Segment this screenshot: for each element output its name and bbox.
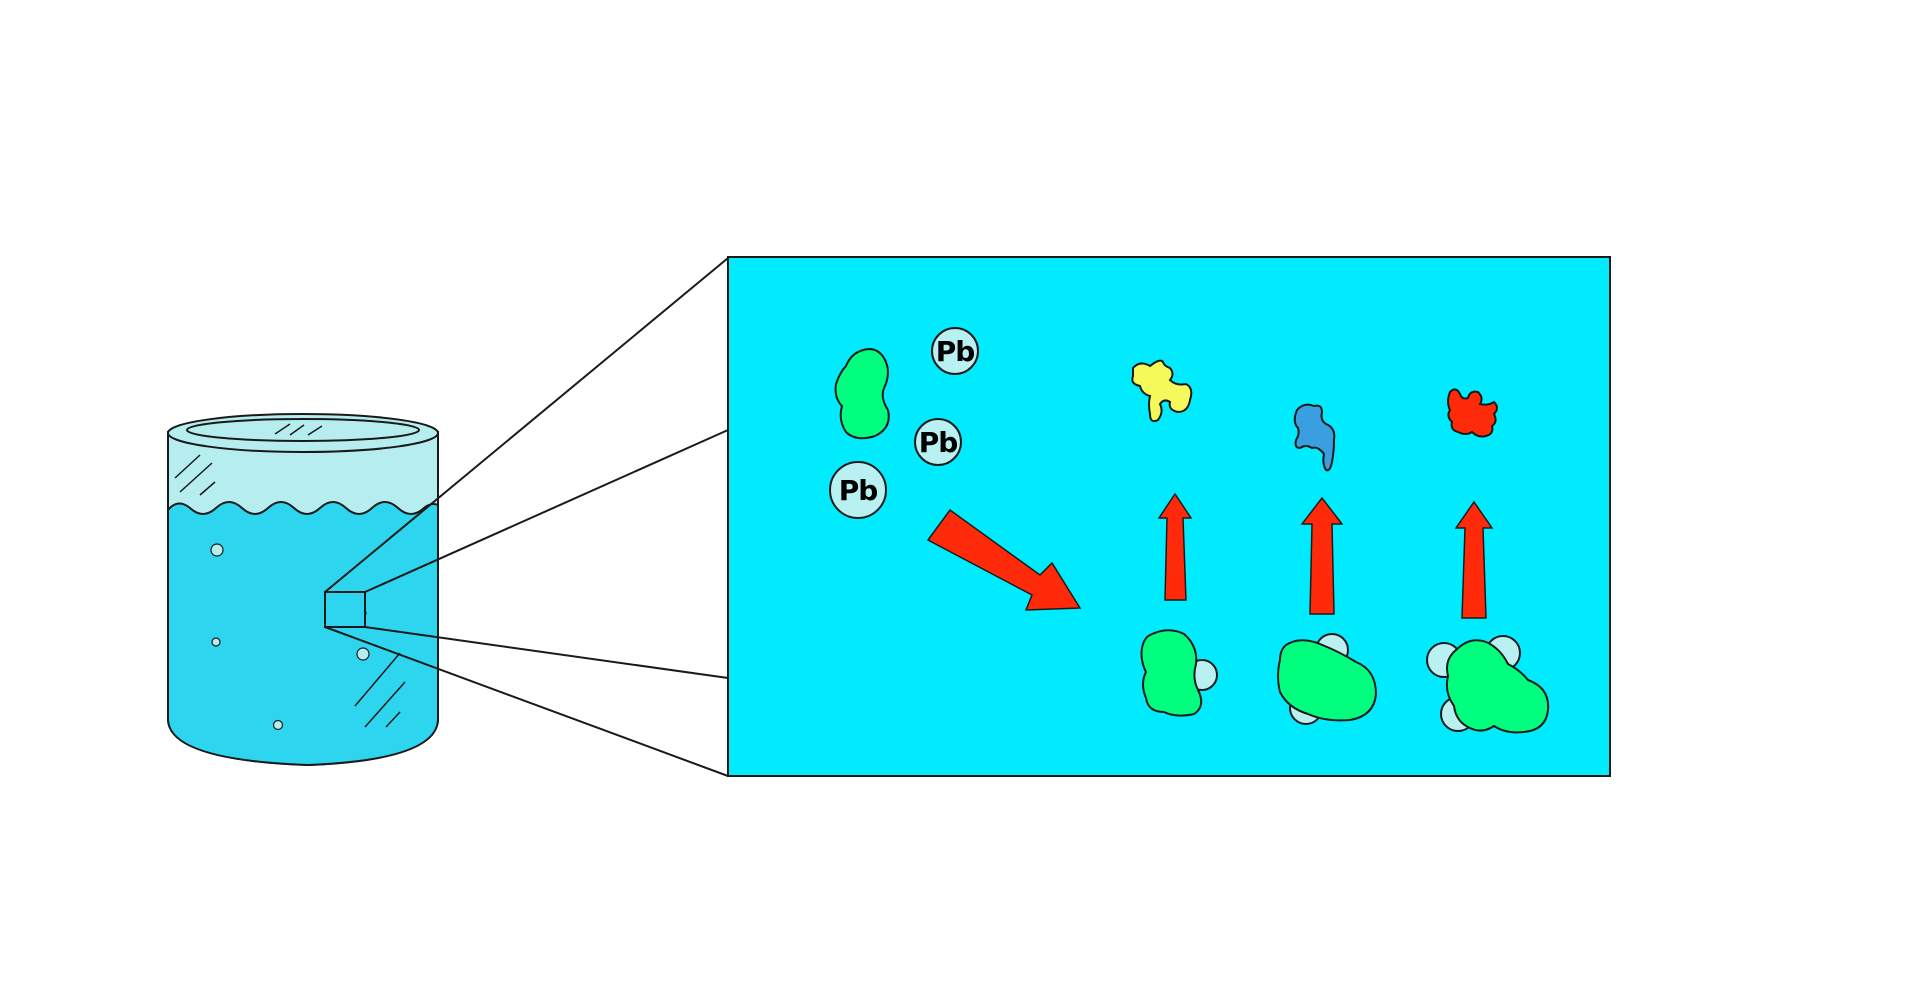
up-arrow <box>1157 492 1193 601</box>
pb-ion: Pb <box>931 327 979 375</box>
up-arrow <box>1454 500 1494 619</box>
green-particle <box>1277 639 1378 722</box>
green-particle <box>834 348 890 440</box>
pb-ion-label: Pb <box>919 426 958 459</box>
zoom-lines <box>324 257 729 777</box>
adsorption-arrow <box>926 508 1082 611</box>
pb-ion-label: Pb <box>936 335 975 368</box>
beaker-water <box>167 501 439 767</box>
pb-ion-label: Pb <box>839 474 878 507</box>
stage-3 <box>1426 388 1550 734</box>
zoom-cube <box>324 591 366 628</box>
blue-fragment <box>1293 403 1336 472</box>
beaker-icon <box>167 413 439 767</box>
green-particle <box>1140 629 1203 717</box>
yellow-fragment <box>1131 359 1193 423</box>
rim-glint <box>274 423 323 436</box>
red-fragment <box>1447 388 1498 438</box>
stage-2 <box>1277 403 1378 725</box>
stage-1 <box>1131 359 1218 717</box>
pb-ion: Pb <box>914 418 962 466</box>
up-arrow <box>1300 496 1344 615</box>
green-particle <box>1445 639 1550 734</box>
glass-glint <box>174 454 406 728</box>
zoom-panel: Pb Pb Pb <box>727 256 1611 777</box>
pb-ion: Pb <box>829 461 887 519</box>
beaker-rim-inner <box>186 418 420 442</box>
